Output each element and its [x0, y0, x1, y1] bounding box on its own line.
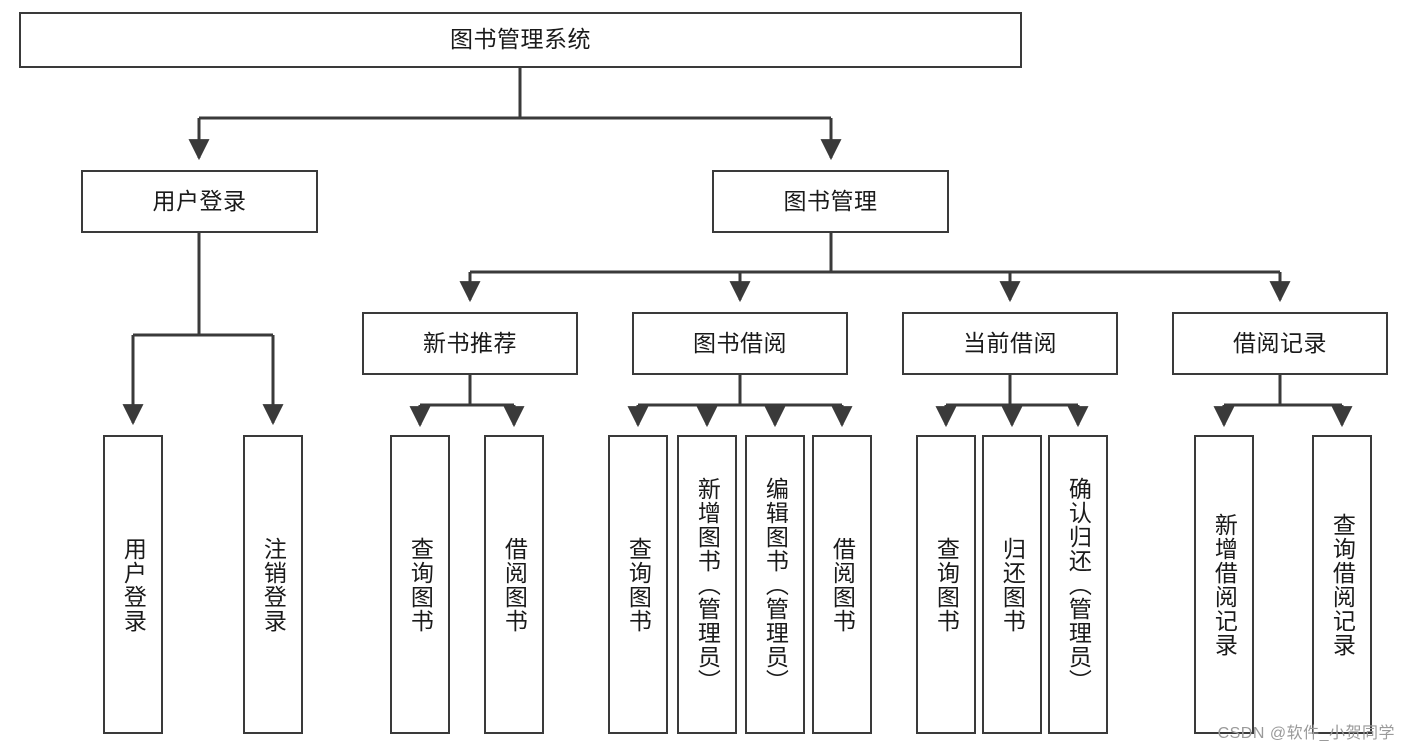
- node-new-book-recommend-label: 新书推荐: [423, 329, 517, 356]
- node-book-manage[interactable]: 图书管理: [712, 170, 949, 233]
- node-leaf-borrow-book-label: 借阅图书: [829, 536, 856, 633]
- node-leaf-query-borrow-record[interactable]: 查询借阅记录: [1312, 435, 1372, 734]
- node-leaf-user-login-label: 用户登录: [120, 536, 147, 633]
- node-leaf-query-book-borrow[interactable]: 查询图书: [608, 435, 668, 734]
- connector-book-borrow-to-leaves: [627, 375, 853, 428]
- node-leaf-query-book-rec[interactable]: 查询图书: [390, 435, 450, 734]
- node-leaf-user-login[interactable]: 用户登录: [103, 435, 163, 734]
- node-leaf-add-borrow-record[interactable]: 新增借阅记录: [1194, 435, 1254, 734]
- node-leaf-logout-label: 注销登录: [260, 536, 287, 633]
- node-leaf-return-book[interactable]: 归还图书: [982, 435, 1042, 734]
- connector-root-to-level2: [188, 68, 842, 161]
- node-leaf-edit-book-admin-label: 编辑图书（管理员）: [762, 476, 789, 693]
- node-leaf-query-book-borrow-label: 查询图书: [625, 536, 652, 633]
- node-leaf-logout[interactable]: 注销登录: [243, 435, 303, 734]
- node-user-login[interactable]: 用户登录: [81, 170, 318, 233]
- node-book-borrow-label: 图书借阅: [693, 329, 787, 356]
- node-root-label: 图书管理系统: [450, 26, 591, 53]
- connector-user-login-to-leaves: [122, 233, 284, 426]
- connector-book-manage-to-level3: [459, 233, 1291, 303]
- node-leaf-borrow-book[interactable]: 借阅图书: [812, 435, 872, 734]
- node-leaf-borrow-book-rec-label: 借阅图书: [501, 536, 528, 633]
- connector-borrow-record-to-leaves: [1213, 375, 1353, 428]
- node-user-login-label: 用户登录: [152, 187, 247, 214]
- connector-current-borrow-to-leaves: [935, 375, 1089, 428]
- node-leaf-return-book-label: 归还图书: [999, 536, 1026, 633]
- node-borrow-record[interactable]: 借阅记录: [1172, 312, 1388, 375]
- node-current-borrow-label: 当前借阅: [963, 329, 1057, 356]
- connector-new-book-recommend-to-leaves: [409, 375, 525, 428]
- node-leaf-borrow-book-rec[interactable]: 借阅图书: [484, 435, 544, 734]
- node-leaf-confirm-return-admin[interactable]: 确认归还（管理员）: [1048, 435, 1108, 734]
- node-leaf-add-book-admin-label: 新增图书（管理员）: [694, 476, 721, 693]
- node-leaf-query-book-current-label: 查询图书: [933, 536, 960, 633]
- node-leaf-edit-book-admin[interactable]: 编辑图书（管理员）: [745, 435, 805, 734]
- node-book-manage-label: 图书管理: [783, 187, 878, 214]
- node-leaf-add-borrow-record-label: 新增借阅记录: [1211, 512, 1238, 657]
- node-leaf-confirm-return-admin-label: 确认归还（管理员）: [1065, 476, 1092, 693]
- node-new-book-recommend[interactable]: 新书推荐: [362, 312, 578, 375]
- node-borrow-record-label: 借阅记录: [1233, 329, 1327, 356]
- node-leaf-add-book-admin[interactable]: 新增图书（管理员）: [677, 435, 737, 734]
- node-book-borrow[interactable]: 图书借阅: [632, 312, 848, 375]
- node-leaf-query-book-current[interactable]: 查询图书: [916, 435, 976, 734]
- node-leaf-query-book-rec-label: 查询图书: [407, 536, 434, 633]
- node-current-borrow[interactable]: 当前借阅: [902, 312, 1118, 375]
- node-root[interactable]: 图书管理系统: [19, 12, 1022, 68]
- node-leaf-query-borrow-record-label: 查询借阅记录: [1329, 512, 1356, 657]
